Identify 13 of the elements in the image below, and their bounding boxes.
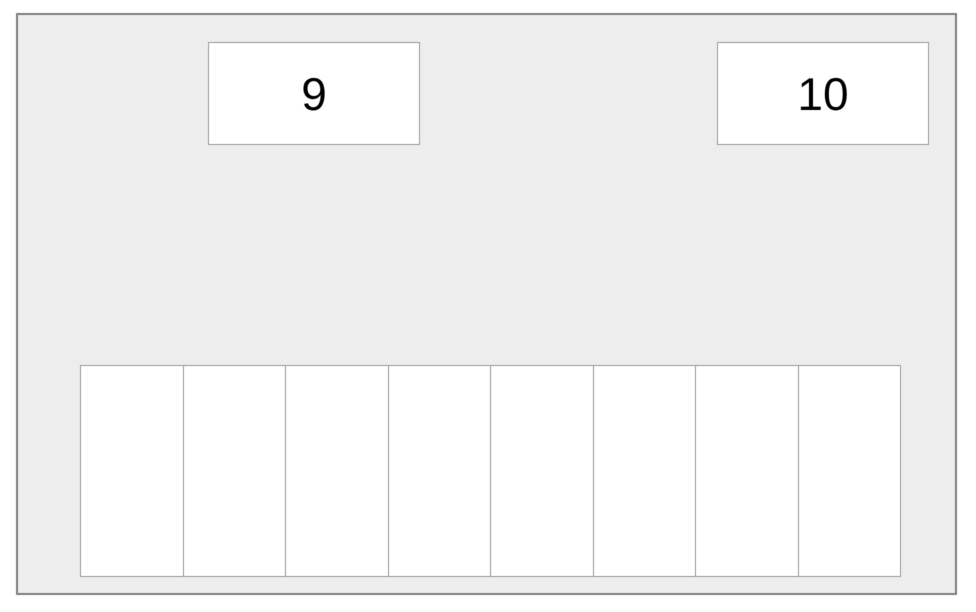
- empty-box: [80, 365, 184, 577]
- empty-box: [183, 365, 286, 577]
- empty-box: [490, 365, 594, 577]
- box-number: 10: [797, 70, 849, 116]
- label-box: [208, 42, 420, 145]
- empty-box: [593, 365, 696, 577]
- box-number: 9: [301, 70, 327, 116]
- panel: [16, 13, 957, 595]
- empty-box: [388, 365, 491, 577]
- empty-box: [798, 365, 901, 577]
- label-box: [717, 42, 929, 145]
- empty-box: [285, 365, 389, 577]
- empty-box: [695, 365, 799, 577]
